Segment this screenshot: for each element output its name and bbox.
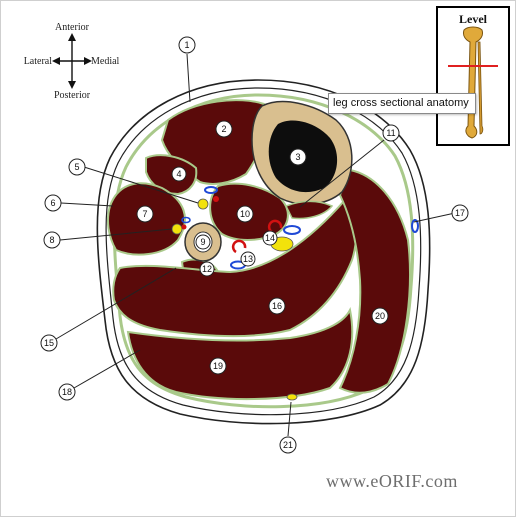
leg-bones-illustration bbox=[448, 26, 498, 139]
lateral-label: Lateral bbox=[24, 56, 53, 67]
label-markers: 1 2 3 4 5 6 7 8 9 10 11 12 13 14 15 16 1… bbox=[40, 36, 469, 454]
soleus-muscle bbox=[112, 198, 357, 338]
svg-text:21: 21 bbox=[283, 440, 293, 450]
anterior-label: Anterior bbox=[55, 22, 90, 33]
svg-text:10: 10 bbox=[240, 209, 250, 219]
label-3: 3 bbox=[289, 148, 307, 166]
anterior-tibial-artery bbox=[213, 196, 219, 202]
svg-text:5: 5 bbox=[74, 162, 79, 172]
deep-peroneal-nerve bbox=[171, 223, 183, 235]
svg-text:17: 17 bbox=[455, 208, 465, 218]
svg-text:3: 3 bbox=[295, 152, 300, 162]
svg-text:4: 4 bbox=[176, 169, 181, 179]
level-panel: Level bbox=[436, 6, 510, 146]
label-21: 21 bbox=[279, 436, 297, 454]
medial-label: Medial bbox=[91, 56, 120, 67]
svg-text:1: 1 bbox=[184, 40, 189, 50]
svg-text:11: 11 bbox=[386, 128, 395, 138]
label-8: 8 bbox=[43, 231, 61, 249]
flexor-digitorum-muscle bbox=[284, 200, 334, 220]
svg-text:8: 8 bbox=[49, 235, 54, 245]
svg-text:6: 6 bbox=[50, 198, 55, 208]
leader-lines bbox=[55, 53, 456, 437]
label-15: 15 bbox=[40, 334, 58, 352]
label-19: 19 bbox=[209, 357, 227, 375]
posterior-tibial-artery bbox=[231, 239, 247, 254]
svg-text:12: 12 bbox=[202, 264, 212, 274]
label-18: 18 bbox=[58, 383, 76, 401]
tibial-artery-14 bbox=[267, 219, 283, 234]
svg-text:9: 9 bbox=[200, 237, 205, 247]
svg-text:7: 7 bbox=[142, 209, 147, 219]
femur-bone bbox=[463, 26, 483, 139]
label-2: 2 bbox=[215, 120, 233, 138]
label-16: 16 bbox=[268, 297, 286, 315]
label-4: 4 bbox=[171, 166, 187, 182]
tooltip: leg cross sectional anatomy bbox=[328, 93, 476, 114]
peroneal-artery bbox=[181, 224, 187, 230]
gastrocnemius-medial-muscle bbox=[338, 168, 411, 394]
label-5: 5 bbox=[68, 158, 86, 176]
label-10: 10 bbox=[236, 205, 254, 223]
posterior-label: Posterior bbox=[54, 90, 91, 101]
svg-text:2: 2 bbox=[221, 124, 226, 134]
svg-text:16: 16 bbox=[272, 301, 282, 311]
sural-nerve bbox=[286, 393, 298, 401]
label-17: 17 bbox=[451, 204, 469, 222]
svg-text:13: 13 bbox=[243, 254, 253, 264]
label-12: 12 bbox=[199, 261, 215, 277]
label-11: 11 bbox=[382, 124, 400, 142]
label-13: 13 bbox=[240, 251, 256, 267]
label-20: 20 bbox=[371, 307, 389, 325]
svg-text:20: 20 bbox=[375, 311, 385, 321]
gastrocnemius-lateral-muscle bbox=[126, 306, 354, 401]
peroneal-vein bbox=[181, 216, 191, 224]
watermark: www.eORIF.com bbox=[326, 471, 458, 491]
svg-text:15: 15 bbox=[44, 338, 54, 348]
tibial-vein-14 bbox=[283, 225, 301, 235]
svg-text:19: 19 bbox=[213, 361, 223, 371]
label-9: 9 bbox=[195, 234, 211, 250]
anterior-tibial-vein bbox=[204, 186, 218, 194]
svg-text:18: 18 bbox=[62, 387, 72, 397]
label-1: 1 bbox=[178, 36, 196, 54]
level-title: Level bbox=[459, 12, 487, 26]
label-6: 6 bbox=[44, 194, 62, 212]
orientation-compass: Anterior Posterior Lateral Medial bbox=[24, 22, 120, 101]
superficial-peroneal-nerve bbox=[197, 198, 209, 210]
fibula-bone bbox=[477, 41, 484, 135]
label-14: 14 bbox=[262, 230, 278, 246]
svg-text:14: 14 bbox=[265, 233, 275, 243]
label-7: 7 bbox=[136, 205, 154, 223]
great-saphenous-vein bbox=[411, 219, 419, 233]
